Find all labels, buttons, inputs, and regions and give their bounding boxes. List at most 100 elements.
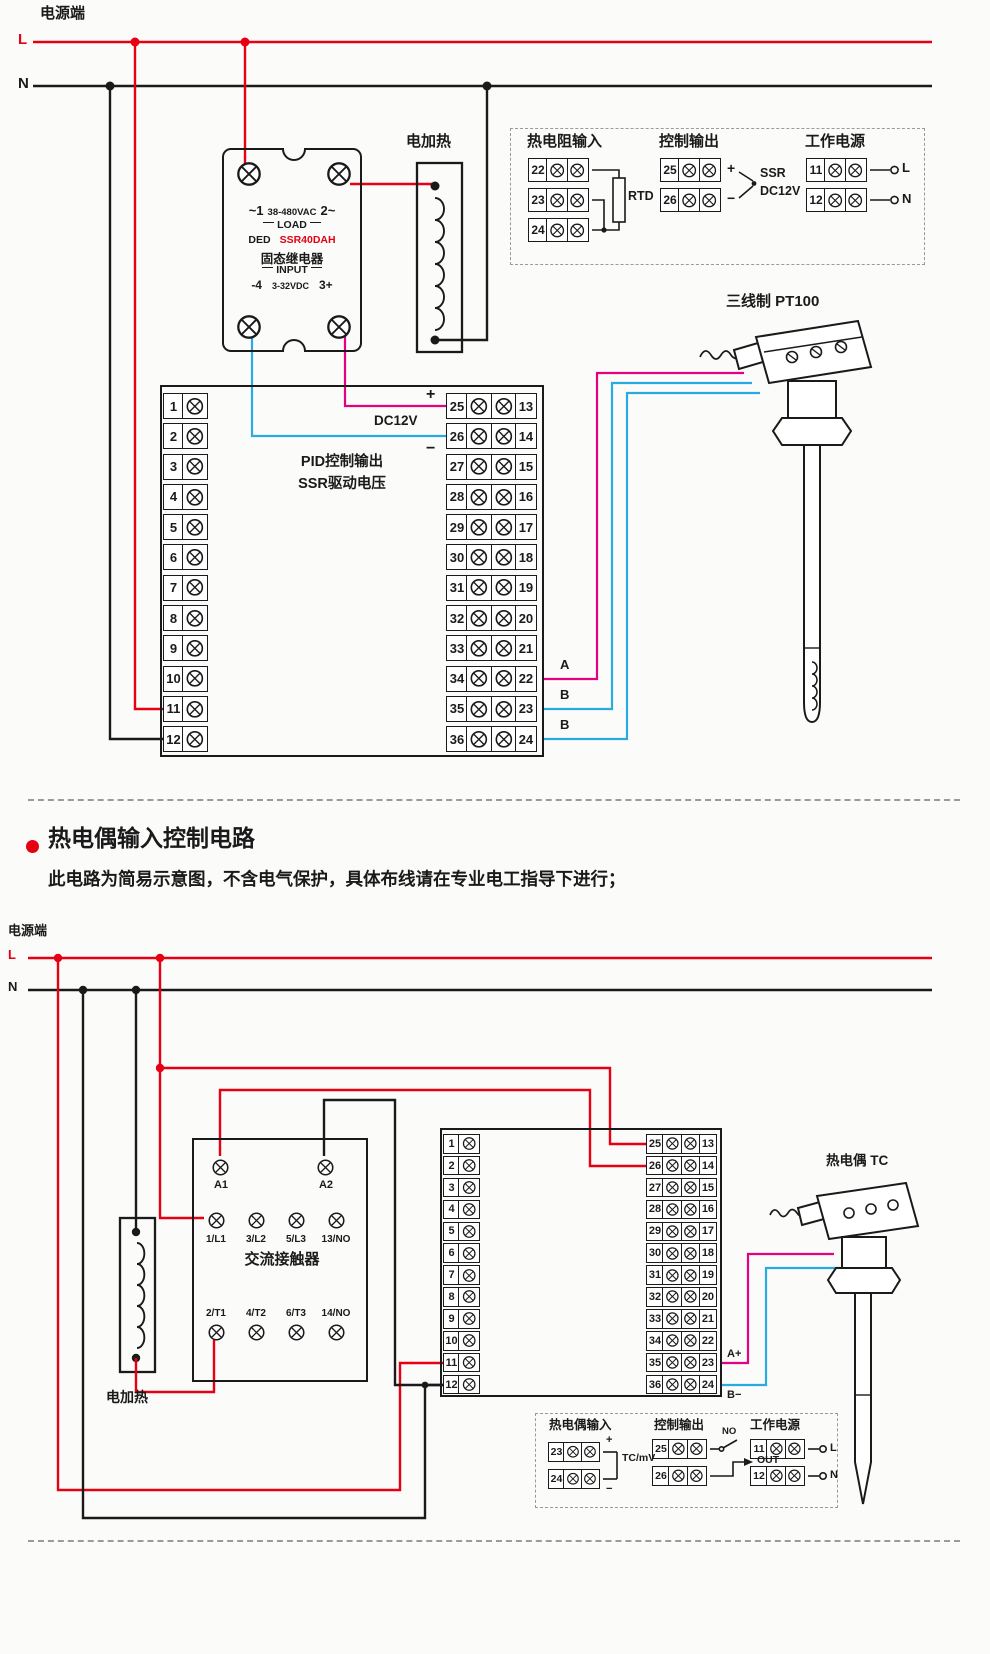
- terminal-number: 2: [163, 423, 184, 450]
- terminal-number: 1: [163, 393, 184, 419]
- terminal-number: 11: [163, 695, 184, 722]
- controller-terminal-block: PID控制输出 SSR驱动电压 + DC12V −: [160, 385, 544, 757]
- terminal-number: 30: [446, 544, 468, 571]
- terminal-screw-icon: [182, 483, 209, 510]
- terminal-number: 10: [163, 665, 184, 692]
- terminal-screw-icon: [686, 1439, 707, 1459]
- ssr-input-label: INPUT: [259, 264, 325, 276]
- bpower-l-terminal-circle: [818, 1445, 827, 1454]
- terminal-number: 14: [698, 1155, 717, 1176]
- terminal-number: 16: [698, 1199, 717, 1220]
- terminal-row: 30 18: [446, 544, 537, 571]
- terminal-screw-icon: [680, 1243, 701, 1263]
- terminal-row: 1: [443, 1134, 481, 1154]
- terminal-row: 24: [548, 1469, 600, 1489]
- terminal-row: 6: [443, 1243, 481, 1263]
- top-wire-sensor-a: [542, 371, 744, 681]
- terminal-screw-icon: [490, 605, 517, 632]
- terminal-number: 17: [698, 1221, 717, 1242]
- junction-dot: [430, 335, 440, 345]
- top-wire-ssr-minus: [250, 333, 446, 438]
- ssr-pin2-label: 2~: [320, 203, 336, 218]
- terminal-number: 26: [660, 188, 680, 212]
- terminal-number: 13: [698, 1134, 717, 1154]
- pt100-sensor-drawing: [699, 319, 873, 724]
- terminal-row: 10: [443, 1331, 481, 1351]
- tc-minus-label: −: [606, 1483, 613, 1495]
- terminal-number: 23: [514, 695, 537, 722]
- terminal-screw-icon: [824, 158, 847, 182]
- terminal-screw-icon: [824, 188, 847, 212]
- ctrl-ssr-label: SSR: [760, 166, 786, 180]
- terminal-screw-icon: [490, 514, 517, 541]
- contactor-a1-label: A1: [213, 1179, 229, 1191]
- terminal-number: 19: [514, 574, 537, 601]
- terminal-number: 18: [514, 544, 537, 571]
- pid-output-line2: SSR驱动电压: [298, 476, 386, 492]
- terminal-number: 21: [698, 1309, 717, 1329]
- terminal-number: 23: [528, 188, 548, 212]
- terminal-screw-icon: [458, 1331, 481, 1351]
- terminal-row: 25: [660, 158, 721, 182]
- terminal-screw-icon: [466, 483, 493, 510]
- ssr-brand-label: DED: [248, 234, 271, 246]
- terminal-row: 12: [443, 1374, 481, 1395]
- terminal-screw-icon: [662, 1199, 683, 1220]
- terminal-screw-icon: [182, 574, 209, 601]
- terminal-row: 9: [443, 1309, 481, 1329]
- contactor-screw-a2: [316, 1158, 335, 1177]
- terminal-screw-icon: [563, 1442, 583, 1462]
- bottom-line-n-label: N: [8, 979, 18, 994]
- terminal-screw-icon: [698, 158, 721, 182]
- junction-dot: [131, 1227, 141, 1237]
- power-l-terminal-circle: [890, 165, 899, 175]
- terminal-number: 24: [528, 218, 548, 242]
- bottom-wire-l-to-term11: [56, 958, 443, 1492]
- terminal-number: 22: [698, 1331, 717, 1351]
- terminal-screw-icon: [680, 1199, 701, 1220]
- terminal-screw-icon: [466, 635, 493, 662]
- ssr-mount-notch: [282, 147, 306, 161]
- ssr-pin3-label: 3+: [319, 278, 333, 292]
- ssr-pin4-label: -4: [251, 278, 262, 292]
- terminal-number: 32: [646, 1287, 664, 1307]
- top-line-l-label: L: [18, 31, 28, 48]
- ctrl-plus-label: +: [727, 160, 736, 176]
- ssr-load-label: LOAD: [260, 219, 324, 231]
- junction-dot: [482, 81, 492, 91]
- bottom-wire-a2-to-term12: [322, 1098, 443, 1387]
- terminal-row: 4: [443, 1199, 481, 1220]
- contactor-screw-4t2: [247, 1323, 266, 1342]
- terminal-screw-icon: [580, 1442, 600, 1462]
- rtd-resistor-symbol: [612, 177, 626, 223]
- rtd-wire3: [592, 199, 605, 230]
- bottom-heater-label: 电加热: [106, 1389, 148, 1405]
- terminal-number: 8: [163, 605, 184, 632]
- terminal-screw-icon: [466, 605, 493, 632]
- terminal-number: 28: [446, 483, 468, 510]
- ssr-control-voltage-label: 3-32VDC: [271, 281, 309, 291]
- terminal-screw-icon: [680, 1155, 701, 1176]
- contactor-a2-label: A2: [318, 1179, 334, 1191]
- terminal-number: 36: [646, 1374, 664, 1395]
- terminal-number: 29: [446, 514, 468, 541]
- terminal-number: 5: [163, 514, 184, 541]
- terminal-screw-icon: [678, 188, 701, 212]
- terminal-screw-icon: [698, 188, 721, 212]
- relay-out-label: OUT: [757, 1454, 780, 1466]
- terminal-number: 25: [446, 393, 468, 419]
- terminal-row: 6: [163, 544, 209, 571]
- terminal-row: 2: [443, 1155, 481, 1176]
- terminal-number: 17: [514, 514, 537, 541]
- terminal-number: 3: [163, 453, 184, 480]
